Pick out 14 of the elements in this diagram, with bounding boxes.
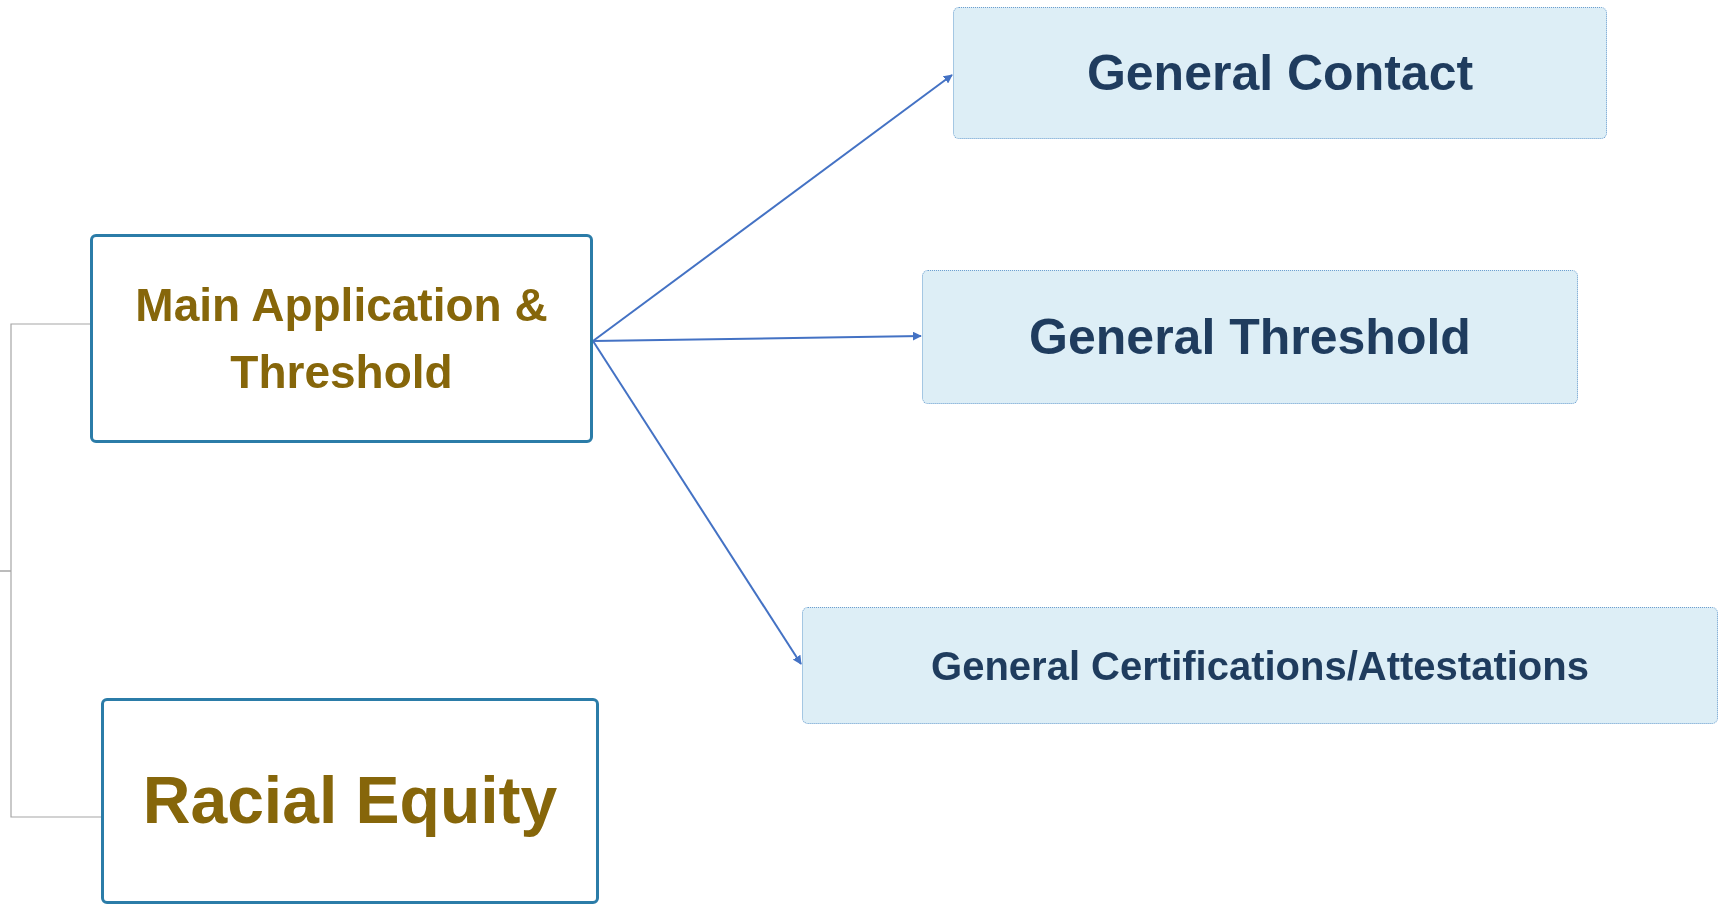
section-box <box>922 270 1578 404</box>
box-title: General Certifications/Attestations <box>931 642 1589 690</box>
category-box <box>90 234 593 443</box>
box-title: General Contact <box>1086 43 1474 103</box>
arrow <box>592 340 802 665</box>
section-box <box>953 7 1607 139</box>
box-title: Racial Equity <box>142 762 558 840</box>
arrow <box>592 331 922 342</box>
box-title: General Threshold <box>1029 307 1471 367</box>
connector-line <box>0 570 102 818</box>
section-box <box>802 607 1718 724</box>
category-box <box>101 698 599 904</box>
arrow <box>592 74 953 342</box>
box-title: Main Application & Threshold <box>134 277 549 400</box>
